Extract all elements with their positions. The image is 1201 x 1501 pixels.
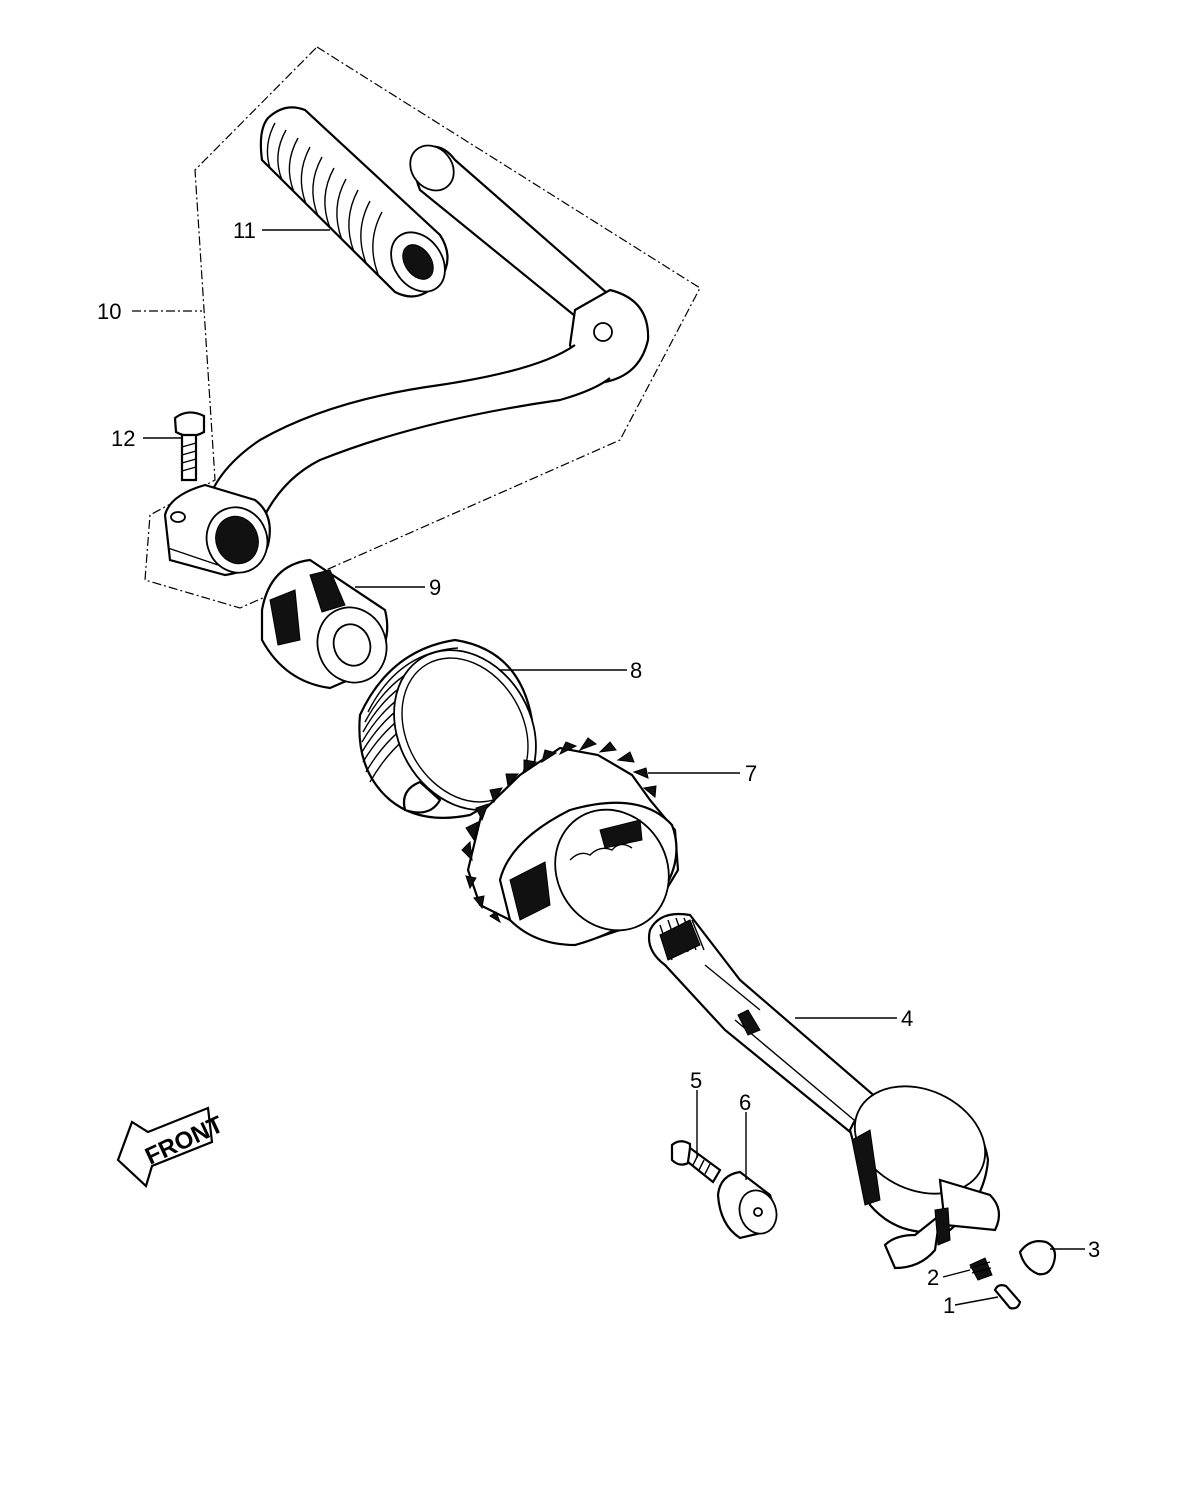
callout-5: 5 [690,1068,702,1093]
callout-1: 1 [943,1293,955,1318]
roller-6 [716,1170,778,1240]
spring-2 [969,1257,993,1281]
bolt-5 [670,1140,722,1184]
ratchet-gear-7 [461,737,680,947]
front-arrow: FRONT [116,1106,228,1189]
pin-1 [993,1284,1022,1310]
rubber-grip [259,106,449,298]
callout-6: 6 [739,1090,751,1115]
spring-8 [358,638,537,819]
callout-2: 2 [927,1265,939,1290]
collar-9 [260,558,389,690]
leader-lines [132,229,1085,1306]
callout-9: 9 [429,575,441,600]
kick-shaft-4 [647,912,1001,1270]
bolt-12 [173,411,206,482]
callout-11: 11 [233,218,256,243]
clip-3 [1018,1240,1057,1276]
kick-lever [163,144,650,577]
callout-12: 12 [111,426,135,451]
callout-3: 3 [1088,1237,1100,1262]
callout-4: 4 [901,1006,913,1031]
assembly-outline [144,46,701,609]
callout-10: 10 [97,299,121,324]
callout-7: 7 [745,761,757,786]
callout-8: 8 [630,658,642,683]
